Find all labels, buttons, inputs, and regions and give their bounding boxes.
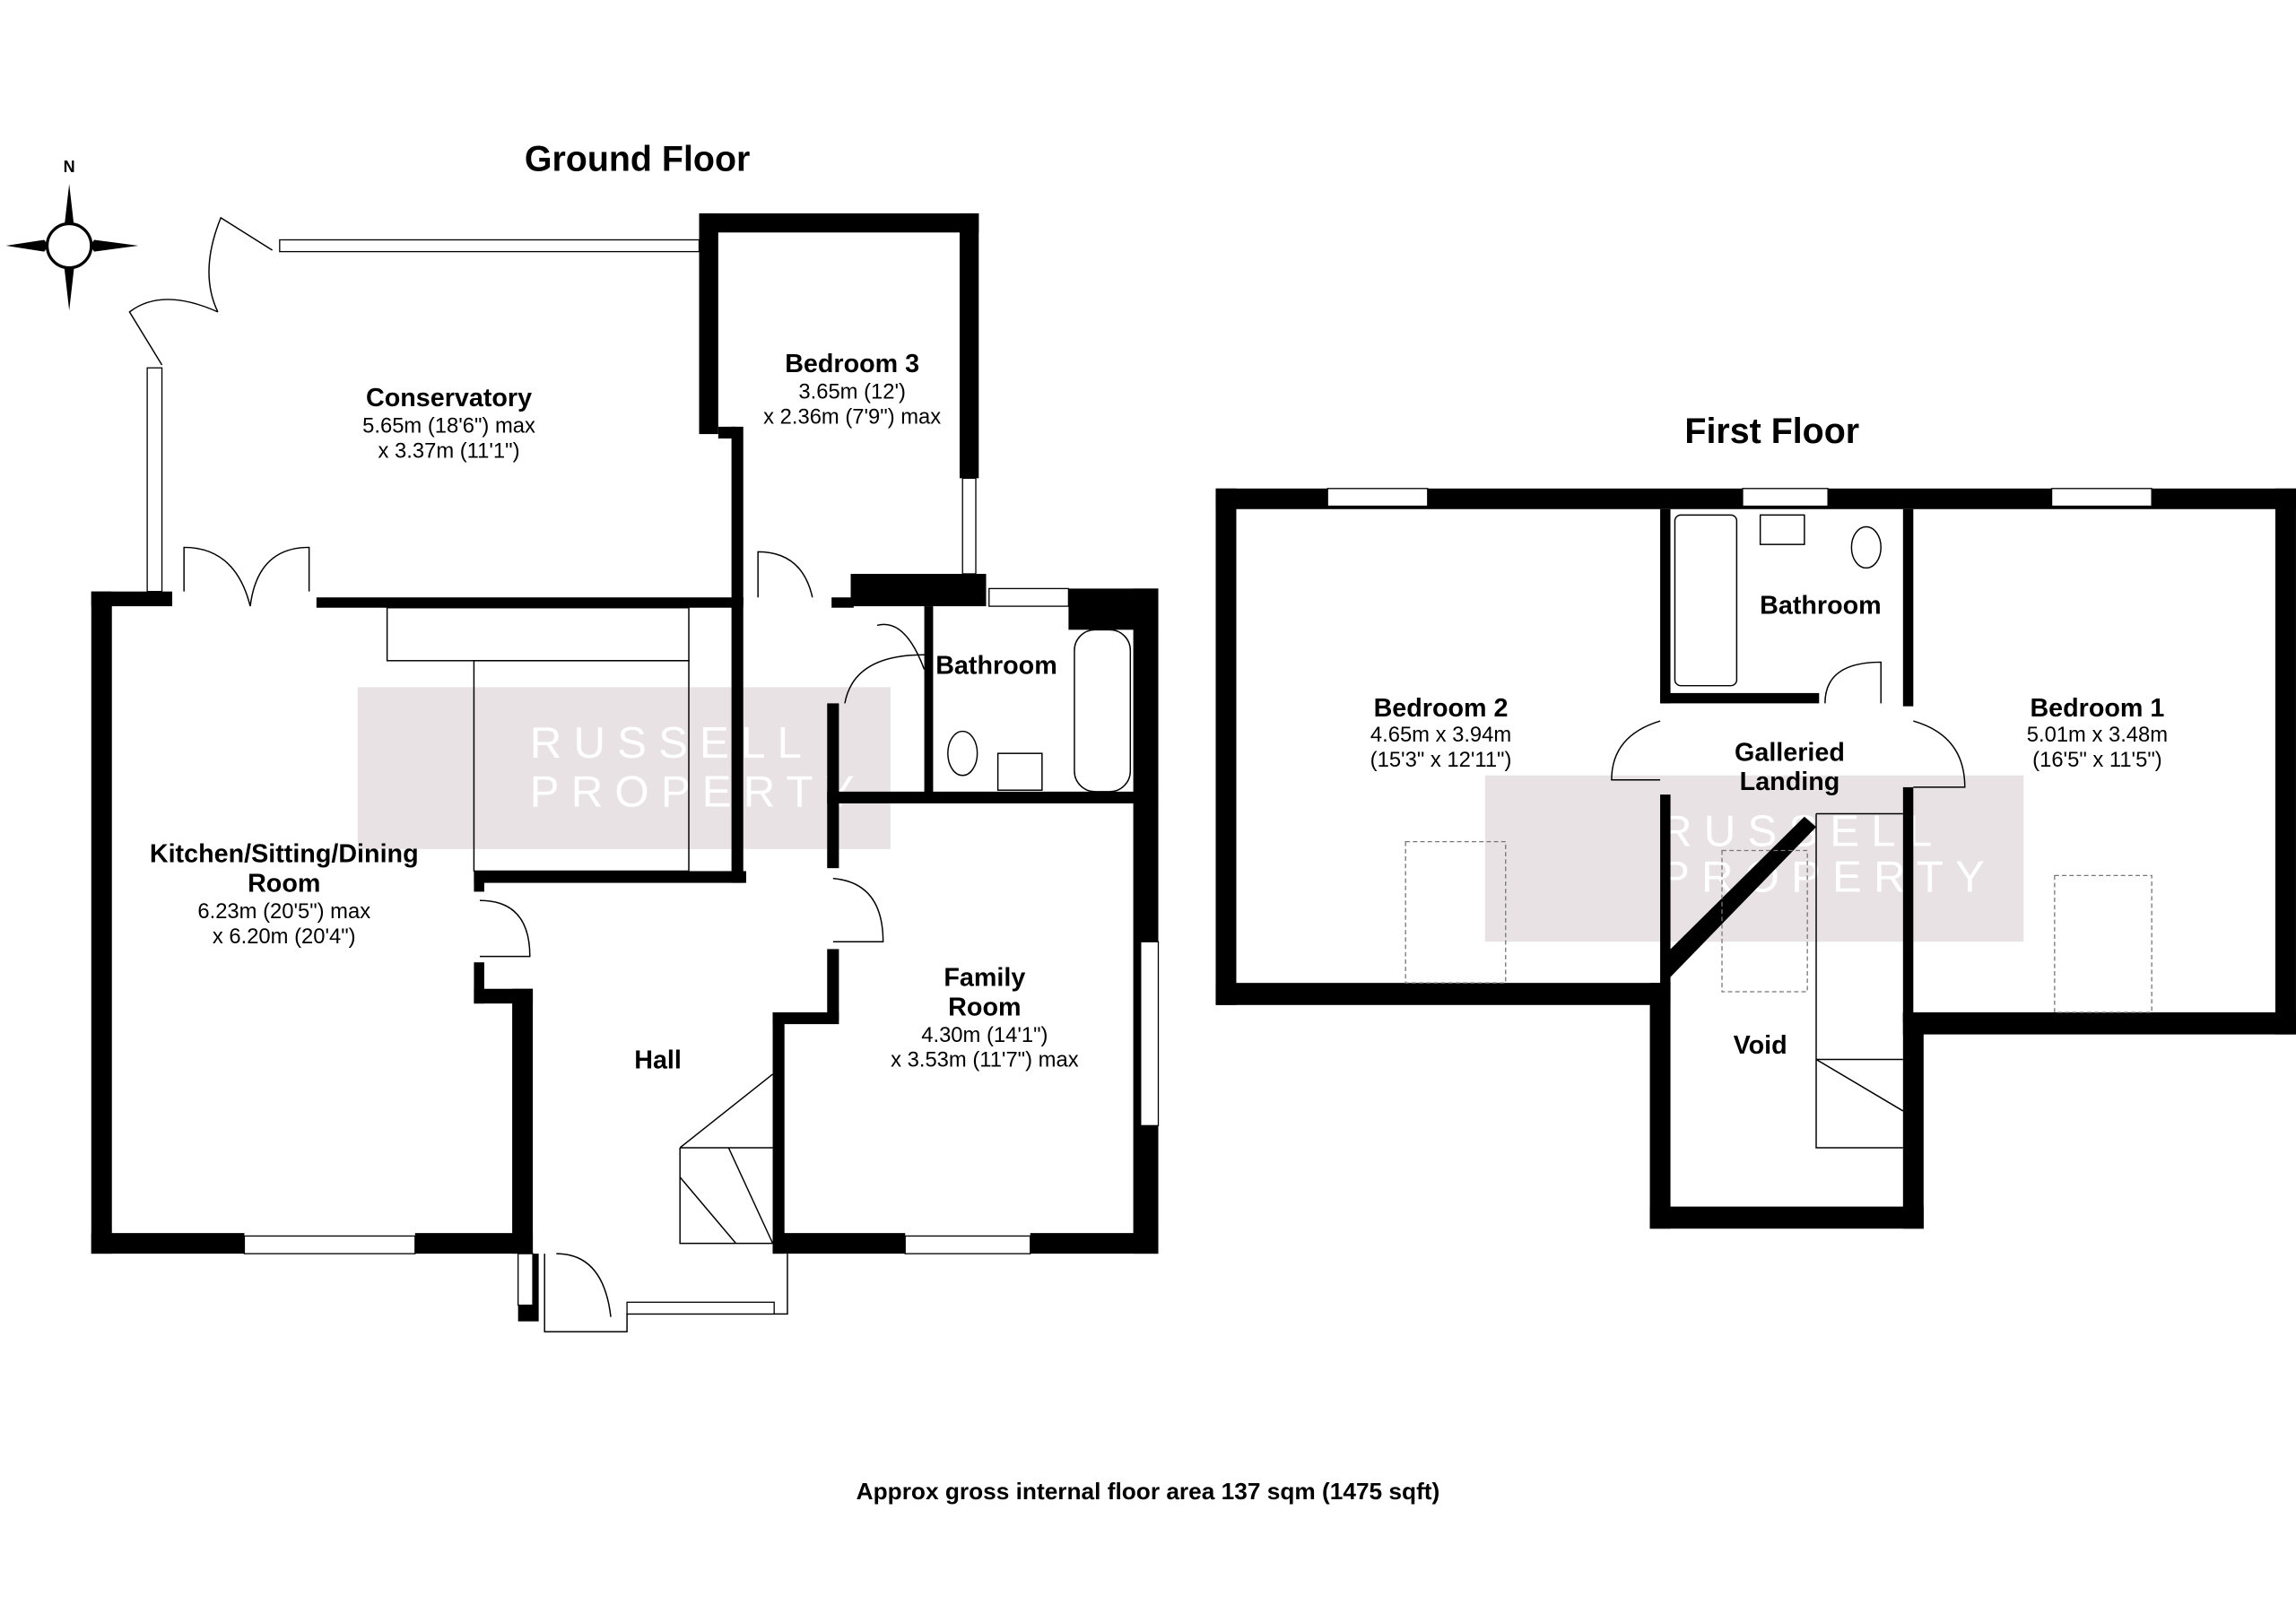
room-kitchen-sitting-dining: Kitchen/Sitting/Dining Room 6.23m (20'5"… xyxy=(150,840,419,949)
room-bedroom-2: Bedroom 2 4.65m x 3.94m (15'3" x 12'11") xyxy=(1370,694,1512,772)
room-conservatory: Conservatory 5.65m (18'6") max x 3.37m (… xyxy=(362,384,535,463)
svg-text:x 2.36m (7'9") max: x 2.36m (7'9") max xyxy=(763,405,941,430)
svg-text:x 3.37m (11'1"): x 3.37m (11'1") xyxy=(378,438,520,463)
svg-text:5.01m x 3.48m: 5.01m x 3.48m xyxy=(2027,723,2168,747)
svg-text:6.23m (20'5") max: 6.23m (20'5") max xyxy=(197,899,370,924)
room-bedroom-1: Bedroom 1 5.01m x 3.48m (16'5" x 11'5") xyxy=(2027,694,2168,772)
svg-text:(15'3" x 12'11"): (15'3" x 12'11") xyxy=(1370,748,1512,772)
room-family-room: Family Room 4.30m (14'1") x 3.53m (11'7"… xyxy=(891,963,1079,1072)
room-void: Void xyxy=(1734,1031,1787,1060)
svg-text:Kitchen/Sitting/Dining: Kitchen/Sitting/Dining xyxy=(150,840,419,869)
ground-floor-walls xyxy=(91,213,1160,1332)
room-galleried-landing: Galleried Landing xyxy=(1735,738,1845,796)
watermark-logo: RUSSELL PROPERTY RUSSELL PROPERTY xyxy=(357,687,2024,942)
svg-text:Landing: Landing xyxy=(1740,768,1840,796)
svg-text:Bedroom 3: Bedroom 3 xyxy=(785,350,919,378)
ground-floor-title: Ground Floor xyxy=(525,139,751,178)
svg-text:PROPERTY: PROPERTY xyxy=(530,767,866,816)
svg-text:4.65m x 3.94m: 4.65m x 3.94m xyxy=(1370,723,1511,747)
svg-text:4.30m (14'1"): 4.30m (14'1") xyxy=(921,1023,1048,1047)
floor-area-note: Approx gross internal floor area 137 sqm… xyxy=(857,1478,1440,1505)
svg-text:Family: Family xyxy=(944,963,1025,992)
svg-text:N: N xyxy=(64,158,75,176)
svg-text:RUSSELL: RUSSELL xyxy=(530,718,813,768)
room-bathroom-first: Bathroom xyxy=(1760,591,1882,620)
room-bathroom-ground: Bathroom xyxy=(935,652,1057,681)
svg-text:(16'5" x 11'5"): (16'5" x 11'5") xyxy=(2032,748,2161,772)
svg-text:5.65m (18'6") max: 5.65m (18'6") max xyxy=(362,413,535,438)
svg-text:PROPERTY: PROPERTY xyxy=(1660,852,1996,901)
svg-text:Galleried: Galleried xyxy=(1735,738,1845,767)
svg-text:x 3.53m (11'7") max: x 3.53m (11'7") max xyxy=(891,1048,1079,1072)
svg-text:Room: Room xyxy=(948,993,1021,1021)
first-floor-title: First Floor xyxy=(1684,412,1859,451)
room-bedroom-3: Bedroom 3 3.65m (12') x 2.36m (7'9") max xyxy=(763,350,941,429)
svg-text:Bedroom 1: Bedroom 1 xyxy=(2030,694,2164,723)
svg-text:3.65m (12'): 3.65m (12') xyxy=(798,380,906,404)
svg-text:x 6.20m (20'4"): x 6.20m (20'4") xyxy=(213,924,356,949)
first-floor-walls xyxy=(1215,488,2296,1229)
room-hall: Hall xyxy=(634,1046,682,1074)
svg-text:Room: Room xyxy=(248,869,320,898)
compass-icon: N xyxy=(5,158,139,311)
svg-text:Conservatory: Conservatory xyxy=(366,384,532,412)
svg-text:Bedroom 2: Bedroom 2 xyxy=(1374,694,1509,723)
